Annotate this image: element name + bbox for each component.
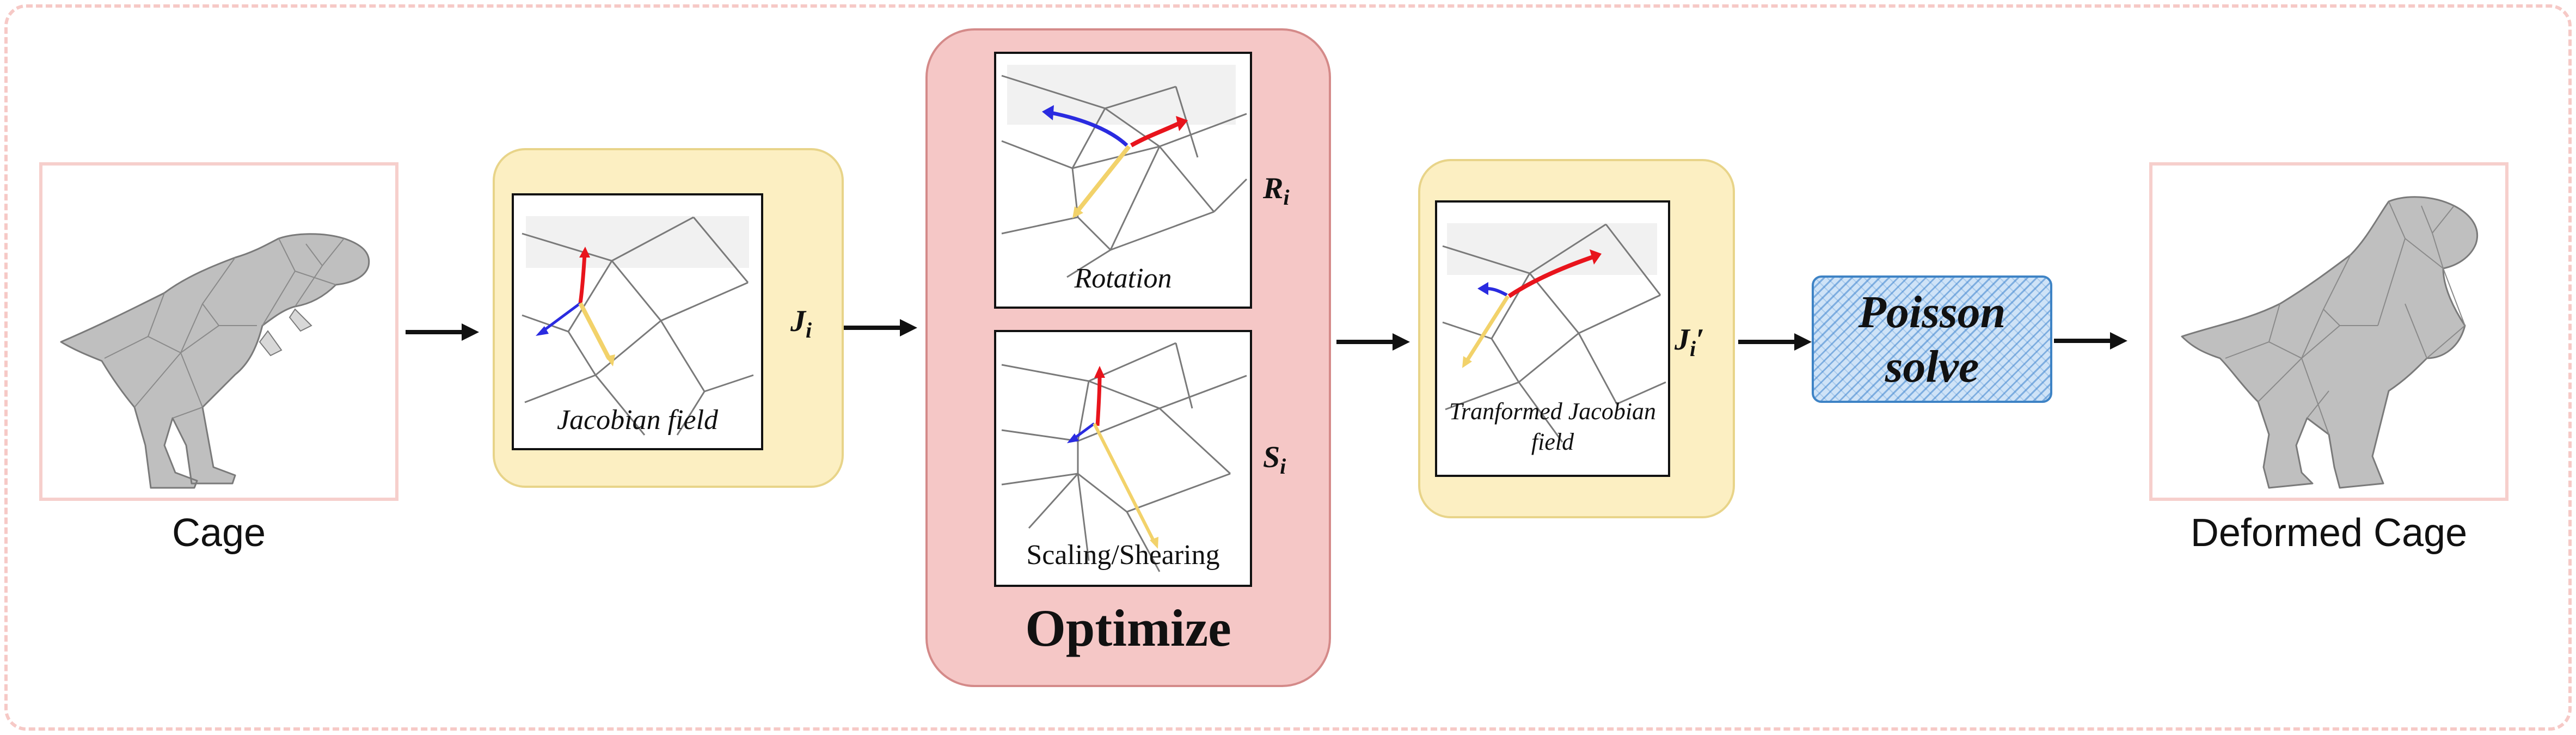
jacobian-arrows: [536, 247, 615, 366]
jacobian-field-label: Jacobian field: [556, 405, 719, 436]
scaling-shearing-panel: [994, 330, 1252, 587]
poisson-line2: solve: [1885, 341, 1979, 392]
rotation-mesh-diagram: [1001, 65, 1248, 278]
cage-label: Cage: [171, 511, 266, 555]
t-rex-mesh-icon: [60, 233, 370, 489]
transformed-jacobian-label-line1: Tranformed Jacobian: [1449, 398, 1657, 425]
transformed-jacobian-label-line2: field: [1531, 428, 1574, 455]
flow-arrow-5: [2054, 332, 2127, 350]
flow-arrow-4: [1738, 333, 1812, 351]
optimize-label: Optimize: [1025, 599, 1231, 657]
deformed-cage-label: Deformed Cage: [2190, 511, 2468, 555]
transformed-mesh-diagram: [1442, 223, 1666, 443]
rotation-arrows: [1042, 105, 1188, 218]
flow-arrow-2: [844, 319, 917, 336]
transformed-arrows: [1462, 249, 1602, 368]
scaling-mesh-diagram: [1001, 342, 1247, 572]
S-i-symbol: Si: [1263, 440, 1286, 479]
deformed-t-rex-mesh-icon: [2181, 196, 2479, 489]
rotation-label: Rotation: [1074, 263, 1172, 294]
J-i-prime-symbol: Ji′: [1675, 323, 1704, 362]
poisson-solve-box: Poisson solve: [1812, 275, 2052, 403]
J-i-symbol: Ji: [790, 304, 812, 343]
poisson-line1: Poisson: [1858, 287, 2006, 338]
scaling-arrows: [1067, 366, 1158, 549]
jacobian-mesh-diagram: [522, 216, 754, 436]
R-i-symbol: Ri: [1263, 171, 1290, 210]
scaling-shearing-label: Scaling/Shearing: [1026, 540, 1220, 571]
flow-arrow-1: [406, 323, 479, 341]
dashed-frame: [4, 4, 2572, 731]
flow-arrow-3: [1336, 333, 1410, 351]
